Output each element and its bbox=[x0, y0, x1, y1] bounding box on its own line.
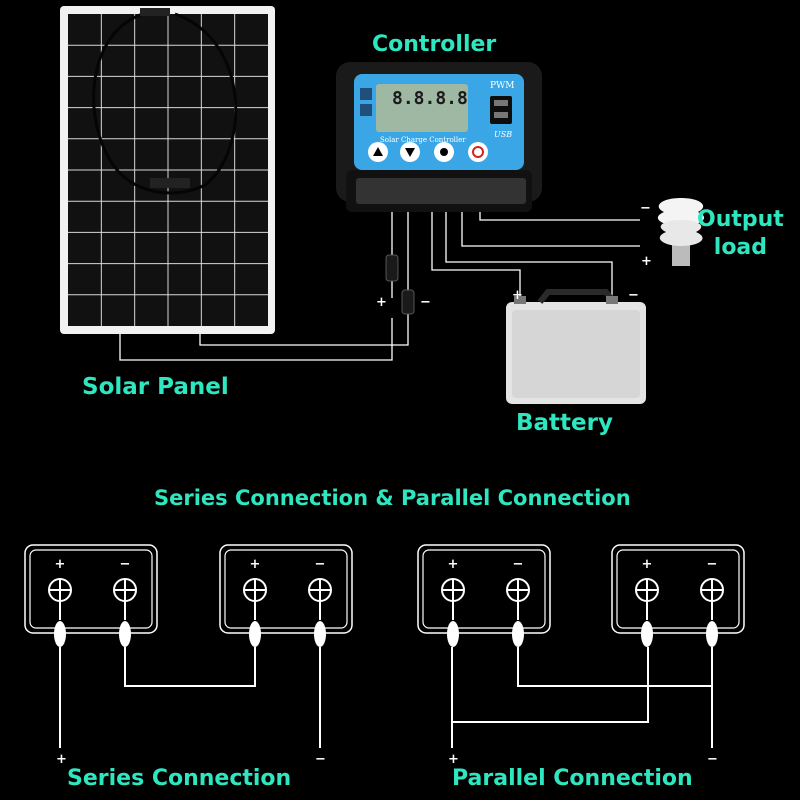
cable-lug-icon bbox=[447, 621, 459, 647]
solar-panel bbox=[60, 6, 275, 334]
terminal-minus-label: − bbox=[120, 557, 131, 572]
battery-plus-symbol: + bbox=[512, 288, 523, 303]
controller-label: Controller bbox=[372, 32, 497, 57]
load-plus-symbol: + bbox=[641, 254, 652, 269]
negative-terminal-icon bbox=[506, 578, 530, 602]
controller-usb: USB bbox=[494, 130, 513, 139]
positive-terminal-icon bbox=[635, 578, 659, 602]
output-load-label: Output load bbox=[697, 206, 784, 262]
battery-minus-symbol: − bbox=[628, 288, 639, 303]
terminal-plus-label: + bbox=[448, 557, 459, 572]
section-title: Series Connection & Parallel Connection bbox=[154, 486, 631, 510]
negative-terminal-icon bbox=[308, 578, 332, 602]
mc4-connector bbox=[385, 254, 399, 282]
series-wiring bbox=[59, 647, 321, 748]
terminal-minus-label: − bbox=[707, 557, 718, 572]
cable-lug-icon bbox=[706, 621, 718, 647]
parallel-connection-label: Parallel Connection bbox=[452, 766, 693, 791]
mc4-connector bbox=[401, 289, 415, 315]
battery-label: Battery bbox=[516, 410, 613, 436]
parallel-minus-symbol: − bbox=[707, 752, 718, 767]
load-minus-symbol: − bbox=[640, 201, 651, 216]
cable-lug-icon bbox=[512, 621, 524, 647]
cable-lug-icon bbox=[641, 621, 653, 647]
negative-terminal-icon bbox=[700, 578, 724, 602]
controller-mode: PWM bbox=[490, 81, 515, 91]
terminal-minus-label: − bbox=[315, 557, 326, 572]
output-label-line2: load bbox=[713, 235, 768, 260]
charge-controller bbox=[336, 62, 542, 212]
battery-image bbox=[506, 289, 646, 404]
terminal-plus-label: + bbox=[55, 557, 66, 572]
battery-terminal-box: +− bbox=[611, 544, 745, 647]
controller-subtitle: Solar Charge Controller bbox=[380, 136, 466, 144]
positive-terminal-icon bbox=[48, 578, 72, 602]
cable-lug-icon bbox=[249, 621, 261, 647]
panel-plus-symbol: + bbox=[376, 295, 387, 310]
solar-panel-label: Solar Panel bbox=[82, 374, 229, 400]
terminal-plus-label: + bbox=[642, 557, 653, 572]
cable-lug-icon bbox=[314, 621, 326, 647]
battery-terminal-box: +− bbox=[24, 544, 158, 647]
terminal-minus-label: − bbox=[513, 557, 524, 572]
output-label-line1: Output bbox=[697, 207, 784, 232]
series-connection-label: Series Connection bbox=[67, 766, 292, 791]
positive-terminal-icon bbox=[441, 578, 465, 602]
panel-minus-symbol: − bbox=[420, 295, 431, 310]
series-minus-symbol: − bbox=[315, 752, 326, 767]
battery-terminal-box: +− bbox=[417, 544, 551, 647]
series-plus-symbol: + bbox=[56, 752, 67, 767]
cable-lug-icon bbox=[119, 621, 131, 647]
battery-terminal-box: +− bbox=[219, 544, 353, 647]
cfl-bulb-icon bbox=[657, 198, 705, 266]
positive-terminal-icon bbox=[243, 578, 267, 602]
parallel-plus-symbol: + bbox=[448, 752, 459, 767]
parallel-wiring bbox=[451, 647, 713, 748]
controller-display: 8.8.8.8 bbox=[392, 88, 468, 109]
negative-terminal-icon bbox=[113, 578, 137, 602]
terminal-plus-label: + bbox=[250, 557, 261, 572]
cable-lug-icon bbox=[54, 621, 66, 647]
